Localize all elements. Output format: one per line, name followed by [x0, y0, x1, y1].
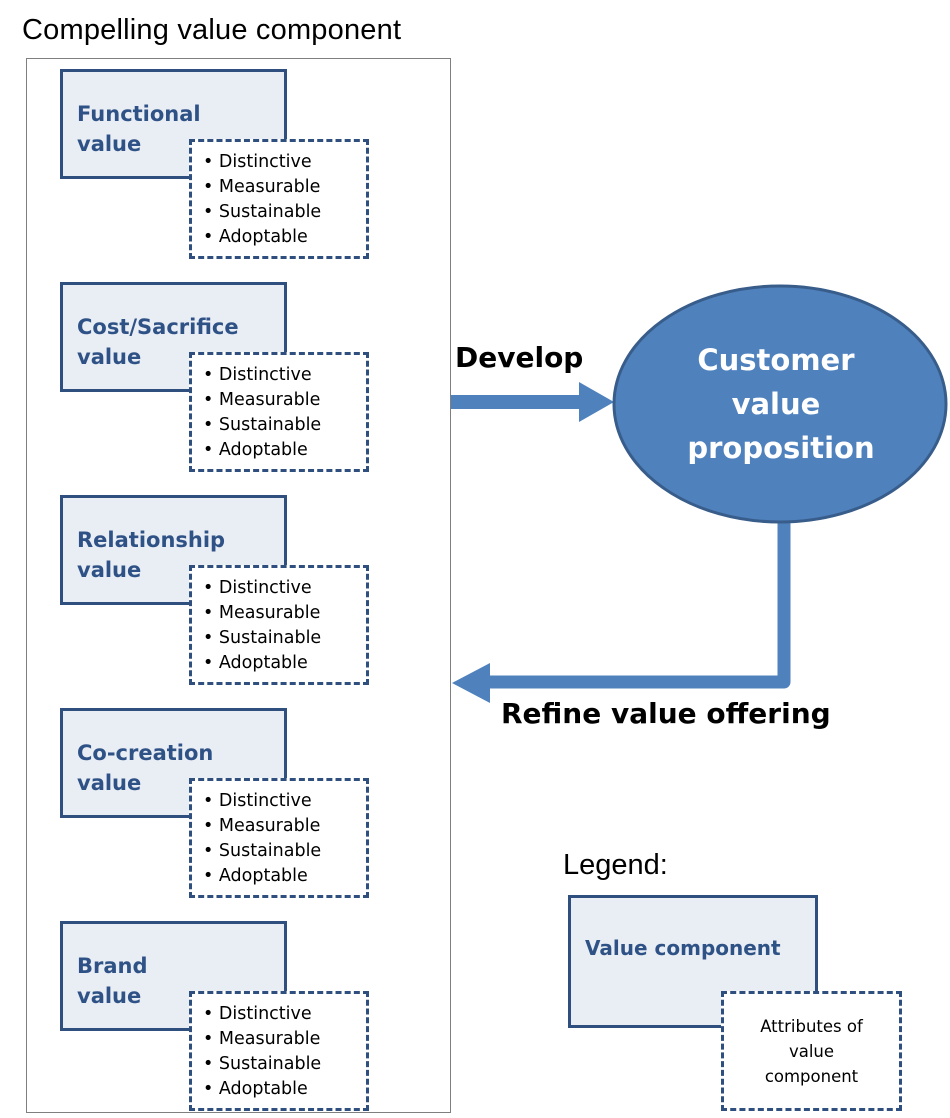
legend-value-component-box: Value component — [568, 895, 818, 1028]
value-component-box: Co-creation value — [60, 708, 287, 818]
attribute-item: • Adoptable — [203, 653, 308, 673]
attributes-box: • Distinctive • Measurable • Sustainable • … — [189, 352, 369, 472]
value-component-label: Functional value — [77, 102, 201, 156]
develop-arrow — [451, 382, 614, 422]
legend-title: Legend: — [563, 849, 668, 881]
proposition-line: value — [732, 387, 821, 421]
value-component-label: Cost/Sacrifice value — [77, 315, 239, 369]
attributes-box: • Distinctive • Measurable • Sustainable • … — [189, 139, 369, 259]
attribute-item: • Distinctive — [203, 791, 312, 811]
attributes-box: • Distinctive • Measurable • Sustainable • … — [189, 565, 369, 685]
diagram-title: Compelling value component — [22, 14, 402, 46]
attribute-item: • Measurable — [203, 390, 321, 410]
attribute-item: • Distinctive — [203, 1004, 312, 1024]
attribute-item: • Distinctive — [203, 578, 312, 598]
legend-attributes-box: Attributes of value component — [721, 991, 902, 1111]
attribute-item: • Measurable — [203, 1029, 321, 1049]
develop-label: Develop — [455, 341, 584, 374]
attribute-item: • Sustainable — [203, 415, 322, 435]
attribute-item: • Measurable — [203, 177, 321, 197]
value-component-label: Co-creation value — [77, 741, 214, 795]
attributes-box: • Distinctive • Measurable • Sustainable • … — [189, 778, 369, 898]
attribute-item: • Adoptable — [203, 227, 308, 247]
svg-text:Customer value proposi: Customer value proposition — [687, 343, 874, 465]
refine-arrow — [452, 520, 791, 703]
proposition-line: proposition — [687, 431, 874, 465]
attributes-box: • Distinctive • Measurable • Sustainable • … — [189, 991, 369, 1111]
refine-value-offering-label: Refine value offering — [501, 697, 831, 730]
attribute-item: • Distinctive — [203, 365, 312, 385]
attribute-item: • Sustainable — [203, 841, 322, 861]
attribute-item: • Distinctive — [203, 152, 312, 172]
attribute-item: • Adoptable — [203, 440, 308, 460]
attribute-item: • Measurable — [203, 603, 321, 623]
attribute-item: • Sustainable — [203, 1054, 322, 1074]
legend-attributes-label: Attributes of value component — [760, 1016, 863, 1086]
attribute-item: • Adoptable — [203, 1079, 308, 1099]
attribute-item: • Adoptable — [203, 866, 308, 886]
legend-value-component-label: Value component — [585, 936, 781, 960]
attribute-item: • Sustainable — [203, 628, 322, 648]
attribute-item: • Sustainable — [203, 202, 322, 222]
value-component-label: Relationship value — [77, 528, 226, 582]
customer-value-proposition-ellipse — [612, 284, 948, 524]
value-component-label: Brand value — [77, 954, 148, 1008]
attribute-item: • Measurable — [203, 816, 321, 836]
proposition-line: Customer — [697, 343, 855, 377]
